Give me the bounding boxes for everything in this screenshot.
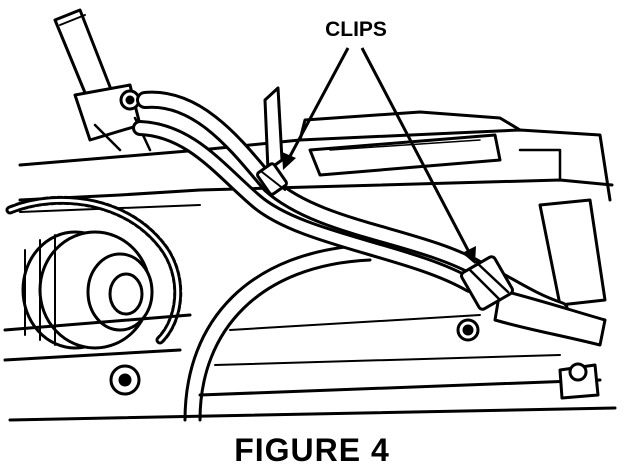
wiring-harness <box>5 195 183 345</box>
clips-label: CLIPS <box>325 18 387 41</box>
figure-caption: FIGURE 4 <box>234 432 390 468</box>
hose-clip-lower <box>456 255 514 342</box>
engine-block <box>18 110 614 213</box>
clips-leader-left <box>282 47 350 170</box>
hose-clip-upper <box>256 162 288 196</box>
mounting-bracket <box>263 86 284 172</box>
clips-leader-right <box>360 47 476 264</box>
filler-tube <box>53 8 152 152</box>
alternator-pulley <box>21 230 154 350</box>
